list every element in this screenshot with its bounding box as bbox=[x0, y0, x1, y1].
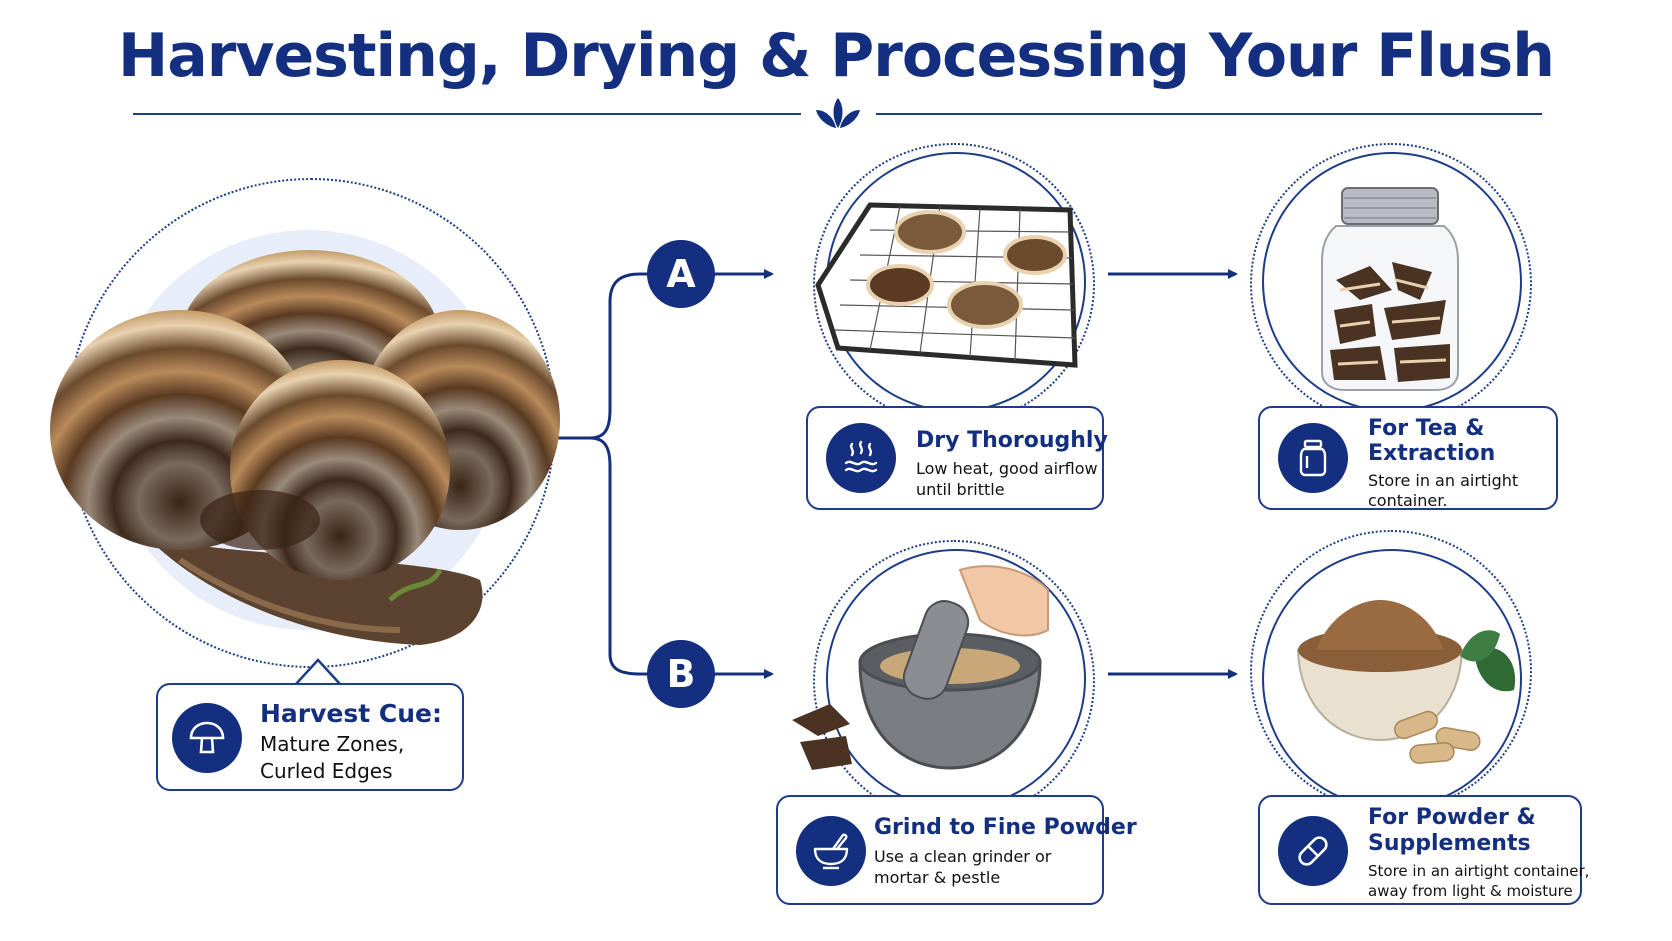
powder-badge bbox=[1278, 816, 1348, 886]
page-title: Harvesting, Drying & Processing Your Flu… bbox=[118, 21, 1555, 91]
grind-badge bbox=[796, 816, 866, 886]
harvest-title: Harvest Cue: bbox=[260, 699, 443, 728]
harvest-body-line-2: Curled Edges bbox=[260, 759, 393, 783]
tea-title-line-1: For Tea & bbox=[1368, 416, 1485, 441]
tea-body-line-2: container. bbox=[1368, 491, 1448, 510]
harvest-badge bbox=[172, 703, 242, 773]
grind-body-line-1: Use a clean grinder or bbox=[874, 847, 1052, 866]
harvest-body-line-1: Mature Zones, bbox=[260, 732, 405, 756]
powder-body-line-1: Store in an airtight container, bbox=[1368, 862, 1590, 880]
branch-a-badge: A bbox=[647, 240, 715, 308]
title-divider-left bbox=[133, 113, 801, 115]
powder-body-line-2: away from light & moisture bbox=[1368, 882, 1573, 900]
dry-body-line-2: until brittle bbox=[916, 480, 1005, 499]
dry-body-line-1: Low heat, good airflow bbox=[916, 459, 1098, 478]
dry-card: Dry Thoroughly Low heat, good airflow un… bbox=[806, 406, 1108, 510]
leaf-ornament-icon bbox=[816, 98, 860, 128]
tea-badge bbox=[1278, 423, 1348, 493]
mortar-pestle-icon bbox=[813, 833, 849, 870]
heat-waves-icon bbox=[844, 440, 878, 473]
title-divider-right bbox=[876, 113, 1542, 115]
jar-icon bbox=[1299, 439, 1327, 477]
branch-b-badge: B bbox=[647, 640, 715, 708]
tea-card: For Tea & Extraction Store in an airtigh… bbox=[1258, 406, 1558, 510]
dry-title: Dry Thoroughly bbox=[916, 428, 1108, 453]
tea-title-line-2: Extraction bbox=[1368, 441, 1496, 466]
dry-badge bbox=[826, 423, 896, 493]
grind-title: Grind to Fine Powder bbox=[874, 815, 1137, 840]
powder-title-line-2: Supplements bbox=[1368, 831, 1531, 856]
capsule-icon bbox=[1298, 836, 1328, 866]
powder-card: For Powder & Supplements Store in an air… bbox=[1258, 795, 1589, 905]
mushroom-icon bbox=[189, 721, 225, 754]
harvest-card: Harvest Cue: Mature Zones, Curled Edges bbox=[156, 683, 464, 791]
tea-body-line-1: Store in an airtight bbox=[1368, 471, 1519, 490]
powder-title-line-1: For Powder & bbox=[1368, 805, 1536, 830]
grind-card: Grind to Fine Powder Use a clean grinder… bbox=[776, 795, 1137, 905]
grind-body-line-2: mortar & pestle bbox=[874, 868, 1001, 887]
